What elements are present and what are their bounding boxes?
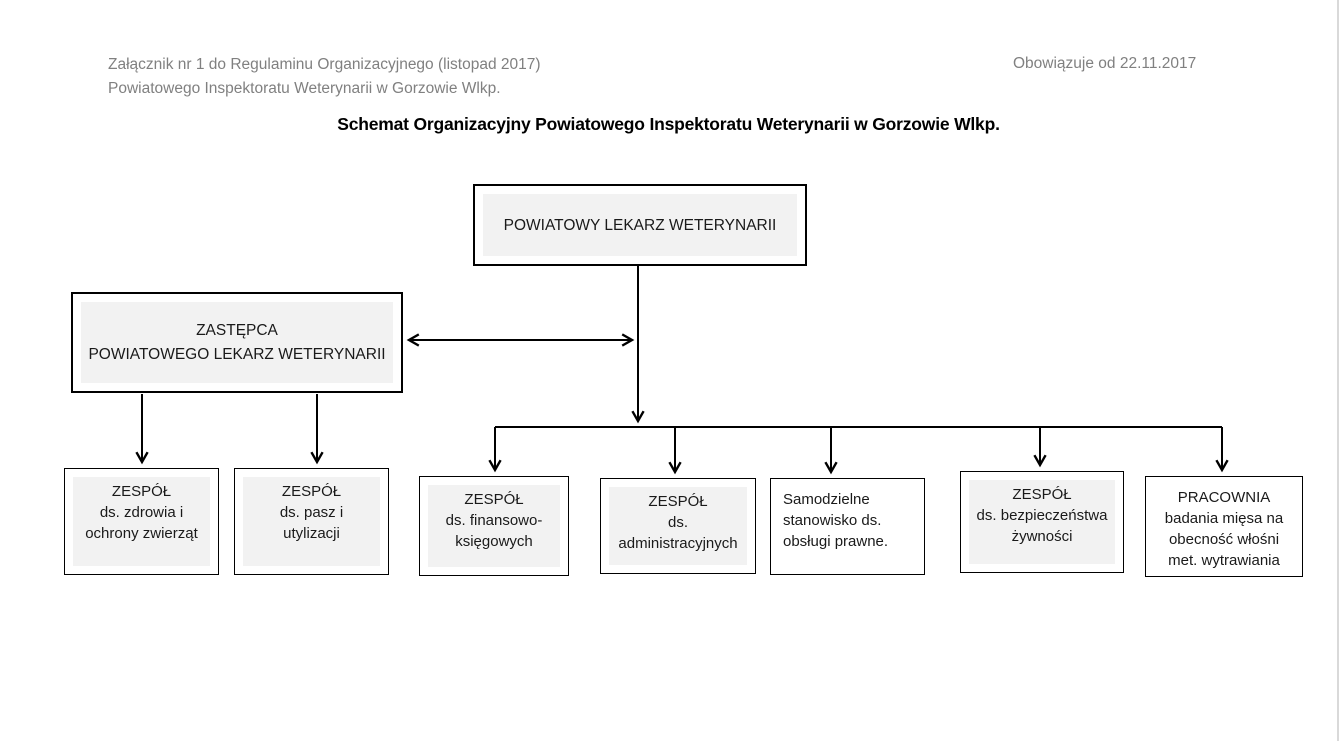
node-zastepca: ZASTĘPCA POWIATOWEGO LEKARZ WETERYNARII: [71, 292, 403, 393]
node-zespol-finansowo-ksiegowych: ZESPÓŁ ds. finansowo- księgowych: [419, 476, 569, 576]
node-body: ZESPÓŁ ds. pasz i utylizacji: [243, 477, 380, 566]
page-title: Schemat Organizacyjny Powiatowego Inspek…: [337, 114, 1000, 134]
node-label-line: ZESPÓŁ: [281, 483, 342, 500]
node-label-line: Samodzielne: [783, 491, 870, 508]
node-body: ZESPÓŁ ds. zdrowia i ochrony zwierząt: [73, 477, 210, 566]
node-label-line: żywności: [1011, 528, 1073, 545]
node-body: ZESPÓŁ ds. finansowo- księgowych: [428, 485, 560, 567]
attachment-note-line2: Powiatowego Inspektoratu Weterynarii w G…: [108, 80, 501, 97]
node-stanowisko-obslugi-prawnej: Samodzielne stanowisko ds. obsługi prawn…: [770, 478, 925, 575]
node-body: ZESPÓŁ ds. administracyjnych: [609, 487, 747, 565]
node-label-line: ZESPÓŁ: [464, 491, 524, 508]
node-zespol-bezpieczenstwa-zywnosci: ZESPÓŁ ds. bezpieczeństwa żywności: [960, 471, 1124, 573]
node-label-line: ds. finansowo-: [445, 512, 543, 529]
node-label: POWIATOWY LEKARZ WETERYNARII: [503, 216, 777, 234]
node-label-line: obsługi prawne.: [783, 533, 889, 550]
node-body: Samodzielne stanowisko ds. obsługi prawn…: [779, 487, 916, 566]
node-label-line: ZESPÓŁ: [111, 483, 172, 500]
node-label-line: księgowych: [455, 533, 533, 550]
attachment-note-line1: Załącznik nr 1 do Regulaminu Organizacyj…: [108, 56, 541, 73]
node-body: ZESPÓŁ ds. bezpieczeństwa żywności: [969, 480, 1115, 564]
node-label-line: met. wytrawiania: [1168, 552, 1280, 569]
node-label-line: obecność włośni: [1168, 531, 1280, 548]
node-zastepca-body: ZASTĘPCA POWIATOWEGO LEKARZ WETERYNARII: [81, 302, 393, 383]
node-pracownia-badania-miesa: PRACOWNIA badania mięsa na obecność włoś…: [1145, 476, 1303, 577]
node-powiatowy-lekarz-weterynarii-body: POWIATOWY LEKARZ WETERYNARII: [483, 194, 797, 256]
node-zespol-pasz-utylizacji: ZESPÓŁ ds. pasz i utylizacji: [234, 468, 389, 575]
node-label-line: badania mięsa na: [1164, 510, 1284, 527]
node-label-line: POWIATOWEGO LEKARZ WETERYNARII: [88, 345, 386, 363]
node-label-line: stanowisko ds.: [783, 512, 882, 529]
node-body: PRACOWNIA badania mięsa na obecność włoś…: [1154, 485, 1294, 569]
node-label-line: ZESPÓŁ: [648, 493, 708, 510]
node-label-line: ZESPÓŁ: [1012, 486, 1072, 503]
node-label-line: administracyjnych: [618, 535, 738, 552]
node-label-line: ds.: [667, 514, 688, 531]
node-powiatowy-lekarz-weterynarii: POWIATOWY LEKARZ WETERYNARII: [473, 184, 807, 266]
node-label-line: ds. zdrowia i: [99, 504, 184, 521]
effective-date: Obowiązuje od 22.11.2017: [1013, 55, 1197, 72]
attachment-note: Załącznik nr 1 do Regulaminu Organizacyj…: [108, 53, 541, 101]
node-label-line: ds. pasz i: [279, 504, 344, 521]
node-label-line: ochrony zwierząt: [85, 525, 198, 542]
node-zespol-administracyjnych: ZESPÓŁ ds. administracyjnych: [600, 478, 756, 574]
page-edge-line: [1337, 0, 1339, 741]
node-label-line: PRACOWNIA: [1177, 489, 1271, 506]
node-label-line: utylizacji: [283, 525, 340, 542]
node-label-line: ZASTĘPCA: [196, 321, 278, 339]
node-zespol-zdrowia-zwierzat: ZESPÓŁ ds. zdrowia i ochrony zwierząt: [64, 468, 219, 575]
node-label-line: ds. bezpieczeństwa: [976, 507, 1108, 524]
